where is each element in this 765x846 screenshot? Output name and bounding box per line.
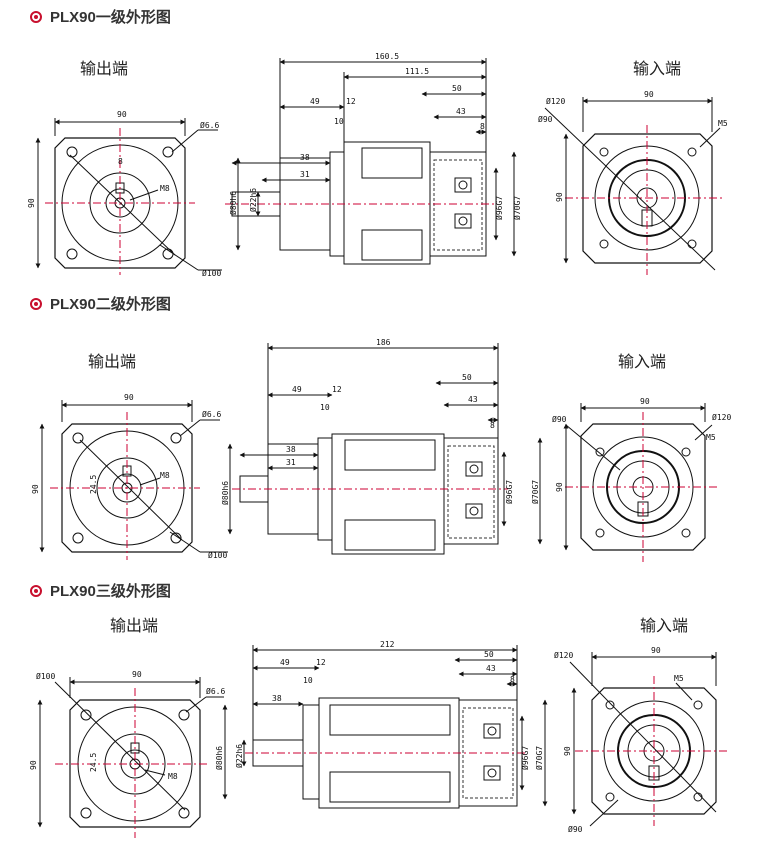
rear-view-1 [544, 97, 725, 275]
front-view-2 [39, 400, 228, 560]
dim-shaft-a: 38 [300, 153, 310, 162]
dim-d-outer: Ø120 [554, 650, 573, 660]
dim-d-outer: Ø120 [546, 96, 565, 106]
dim-in-c: 8 [480, 122, 485, 131]
dim-key-depth: 24.5 [89, 753, 98, 772]
dim-thread: M8 [160, 184, 170, 193]
dim-shaft-b: 31 [286, 458, 296, 467]
dim-shaft-b: 31 [300, 170, 310, 179]
dim-width: 90 [117, 110, 127, 119]
dim-in-c: 8 [490, 421, 495, 430]
section-title-2: PLX90二级外形图 [30, 293, 171, 314]
dim-in-b: 43 [486, 664, 496, 673]
dim-in-b: 43 [456, 107, 466, 116]
dim-flange: 12 [346, 97, 356, 106]
dim-shaft-a: 38 [272, 694, 282, 703]
dim-d3: Ø96G7 [494, 196, 504, 220]
bullet-icon [30, 10, 42, 23]
dim-width: 90 [124, 393, 134, 402]
dim-hole: Ø6.6 [202, 409, 221, 419]
side-view-3 [222, 645, 548, 809]
dim-height: 90 [27, 198, 36, 208]
dim-width: 90 [640, 397, 650, 406]
section-title-text: PLX90二级外形图 [50, 296, 171, 313]
section-title-text: PLX90三级外形图 [50, 583, 171, 600]
dim-hole: Ø6.6 [200, 120, 219, 130]
dim-height: 90 [563, 746, 572, 756]
dim-thread: M5 [706, 433, 716, 442]
rear-view-2 [563, 403, 720, 562]
dim-d3: Ø96G7 [504, 480, 514, 504]
dim-hole: Ø6.6 [206, 686, 225, 696]
output-end-label: 输出端 [110, 616, 159, 635]
dim-d3: Ø96G7 [520, 746, 530, 770]
dim-width: 90 [651, 646, 661, 655]
dim-thread: M8 [168, 772, 178, 781]
dim-thread: M5 [674, 674, 684, 683]
dim-shaft-len: 49 [280, 658, 290, 667]
dim-d-inner: Ø90 [568, 824, 583, 834]
dim-height: 90 [555, 482, 564, 492]
dim-d-inner: Ø90 [552, 414, 567, 424]
front-view-3 [37, 677, 224, 838]
dim-in-c: 8 [510, 675, 515, 684]
dim-in-a: 50 [484, 650, 494, 659]
dim-d2: Ø22h6 [248, 188, 258, 212]
dim-in-a: 50 [452, 84, 462, 93]
bullet-icon [30, 584, 42, 597]
side-view-2 [227, 343, 543, 555]
dim-d4: Ø70G7 [534, 746, 544, 770]
side-view-1 [225, 58, 517, 265]
dim-height: 90 [29, 760, 38, 770]
dim-overall: 186 [376, 338, 391, 347]
dim-d4: Ø70G7 [530, 480, 540, 504]
dim-pcd: Ø100 [36, 671, 55, 681]
dim-flange: 12 [316, 658, 326, 667]
input-end-label: 输入端 [618, 352, 667, 371]
output-end-label: 输出端 [88, 352, 137, 371]
bullet-icon [30, 297, 42, 310]
dim-in-a: 50 [462, 373, 472, 382]
dim-shaft-a: 38 [286, 445, 296, 454]
dim-overall: 160.5 [375, 52, 399, 61]
dim-overall: 212 [380, 640, 395, 649]
dim-width: 90 [644, 90, 654, 99]
input-end-label: 输入端 [640, 616, 689, 635]
section-title-3: PLX90三级外形图 [30, 580, 171, 601]
dim-shaft-len: 49 [310, 97, 320, 106]
dim-in-b: 43 [468, 395, 478, 404]
dim-flange: 12 [332, 385, 342, 394]
dim-thread: M8 [160, 471, 170, 480]
dim-d1: Ø80h6 [220, 481, 230, 505]
input-end-label: 输入端 [633, 59, 682, 78]
dim-width: 90 [132, 670, 142, 679]
dim-step: 10 [303, 676, 313, 685]
section-title-1: PLX90一级外形图 [30, 6, 171, 27]
dim-d-inner: Ø90 [538, 114, 553, 124]
dim-d2: Ø22h6 [234, 744, 244, 768]
dim-step: 10 [320, 403, 330, 412]
dim-pcd: Ø100 [202, 268, 221, 278]
dim-d1: Ø80h6 [214, 746, 224, 770]
dim-d4: Ø70G7 [512, 196, 522, 220]
dim-height: 90 [31, 484, 40, 494]
dim-height: 90 [555, 192, 564, 202]
rear-view-3 [569, 652, 730, 827]
dim-key-depth: 24.5 [89, 475, 98, 494]
dim-key: 8 [118, 157, 123, 166]
output-end-label: 输出端 [80, 59, 129, 78]
dim-pcd: Ø100 [208, 550, 227, 560]
dim-d1: Ø80h6 [228, 191, 238, 215]
dim-shaft-len: 49 [292, 385, 302, 394]
dim-d-outer: Ø120 [712, 412, 731, 422]
dim-thread: M5 [718, 119, 728, 128]
dim-body: 111.5 [405, 67, 429, 76]
dim-step: 10 [334, 117, 344, 126]
front-view-1 [35, 118, 222, 275]
section-title-text: PLX90一级外形图 [50, 9, 171, 26]
